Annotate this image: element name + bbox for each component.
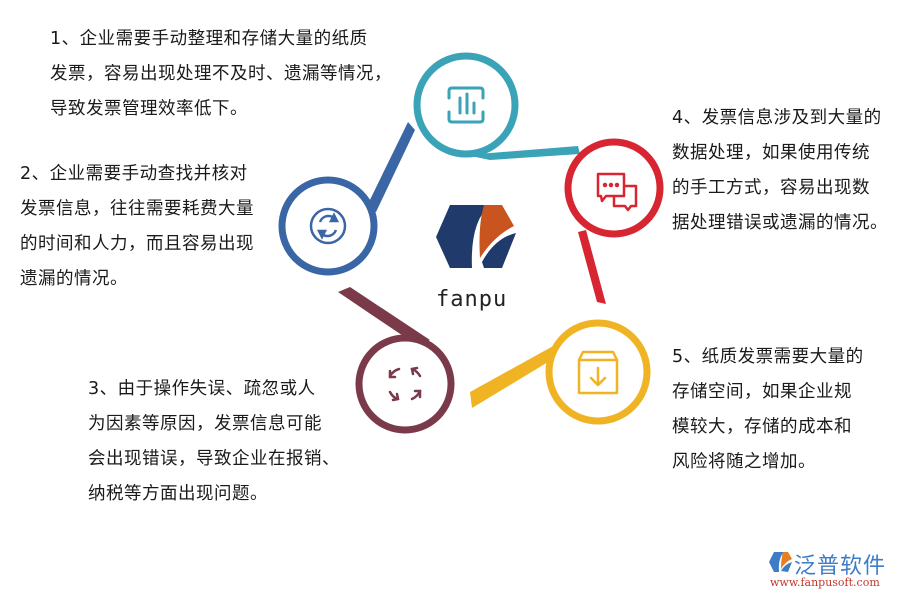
text-line: 的手工方式，容易出现数 (672, 178, 870, 198)
connector-yellow (470, 345, 558, 408)
text-line: 遗漏的情况。 (20, 269, 128, 289)
text-line: 风险将随之增加。 (672, 452, 816, 472)
text-line: 发票，容易出现处理不及时、遗漏等情况， (50, 64, 392, 84)
node-2-circle (278, 176, 378, 276)
text-line: 数据处理，如果使用传统 (672, 143, 870, 163)
text-line: 为因素等原因，发票信息可能 (88, 414, 322, 434)
text-line: 导致发票管理效率低下。 (50, 99, 248, 119)
fanpu-logo-icon (436, 205, 516, 268)
watermark-url: www.fanpusoft.com (770, 576, 880, 589)
connector-teal (466, 146, 580, 160)
node-5-text: 5、纸质发票需要大量的 存储空间，如果企业规 模较大，存储的成本和 风险将随之增… (672, 340, 864, 480)
text-line: 据处理错误或遗漏的情况。 (672, 213, 888, 233)
node-2-text: 2、企业需要手动查找并核对 发票信息，往往需要耗费大量 的时间和人力，而且容易出… (20, 157, 254, 297)
center-logo-text: fanpu (436, 287, 508, 312)
refresh-circle-icon (309, 207, 347, 245)
text-line: 5、纸质发票需要大量的 (672, 347, 864, 367)
text-line: 存储空间，如果企业规 (672, 382, 852, 402)
bar-chart-icon (447, 86, 485, 124)
node-4-circle (564, 138, 664, 238)
node-3-text: 3、由于操作失误、疏忽或人 为因素等原因，发票信息可能 会出现错误，导致企业在报… (88, 372, 340, 512)
watermark-name: 泛普软件 (794, 554, 887, 579)
text-line: 的时间和人力，而且容易出现 (20, 234, 254, 254)
node-1-text: 1、企业需要手动整理和存储大量的纸质 发票，容易出现处理不及时、遗漏等情况， 导… (50, 22, 392, 127)
text-line: 纳税等方面出现问题。 (88, 484, 268, 504)
watermark-logo-icon (769, 552, 792, 572)
node-3-circle (355, 334, 455, 434)
text-line: 模较大，存储的成本和 (672, 417, 852, 437)
node-4-text: 4、发票信息涉及到大量的 数据处理，如果使用传统 的手工方式，容易出现数 据处理… (672, 101, 888, 241)
archive-download-icon (577, 350, 619, 395)
text-line: 4、发票信息涉及到大量的 (672, 108, 882, 128)
text-line: 3、由于操作失误、疏忽或人 (88, 379, 316, 399)
text-line: 2、企业需要手动查找并核对 (20, 164, 248, 184)
connector-blue (366, 122, 415, 212)
text-line: 发票信息，往往需要耗费大量 (20, 199, 254, 219)
text-line: 1、企业需要手动整理和存储大量的纸质 (50, 29, 368, 49)
text-line: 会出现错误，导致企业在报销、 (88, 449, 340, 469)
node-1-circle (413, 52, 519, 158)
node-5-circle (545, 319, 651, 425)
connector-maroon (338, 287, 430, 346)
chat-bubbles-icon (596, 172, 638, 212)
cycle-arrows-icon (388, 366, 422, 402)
connector-red (578, 230, 606, 304)
